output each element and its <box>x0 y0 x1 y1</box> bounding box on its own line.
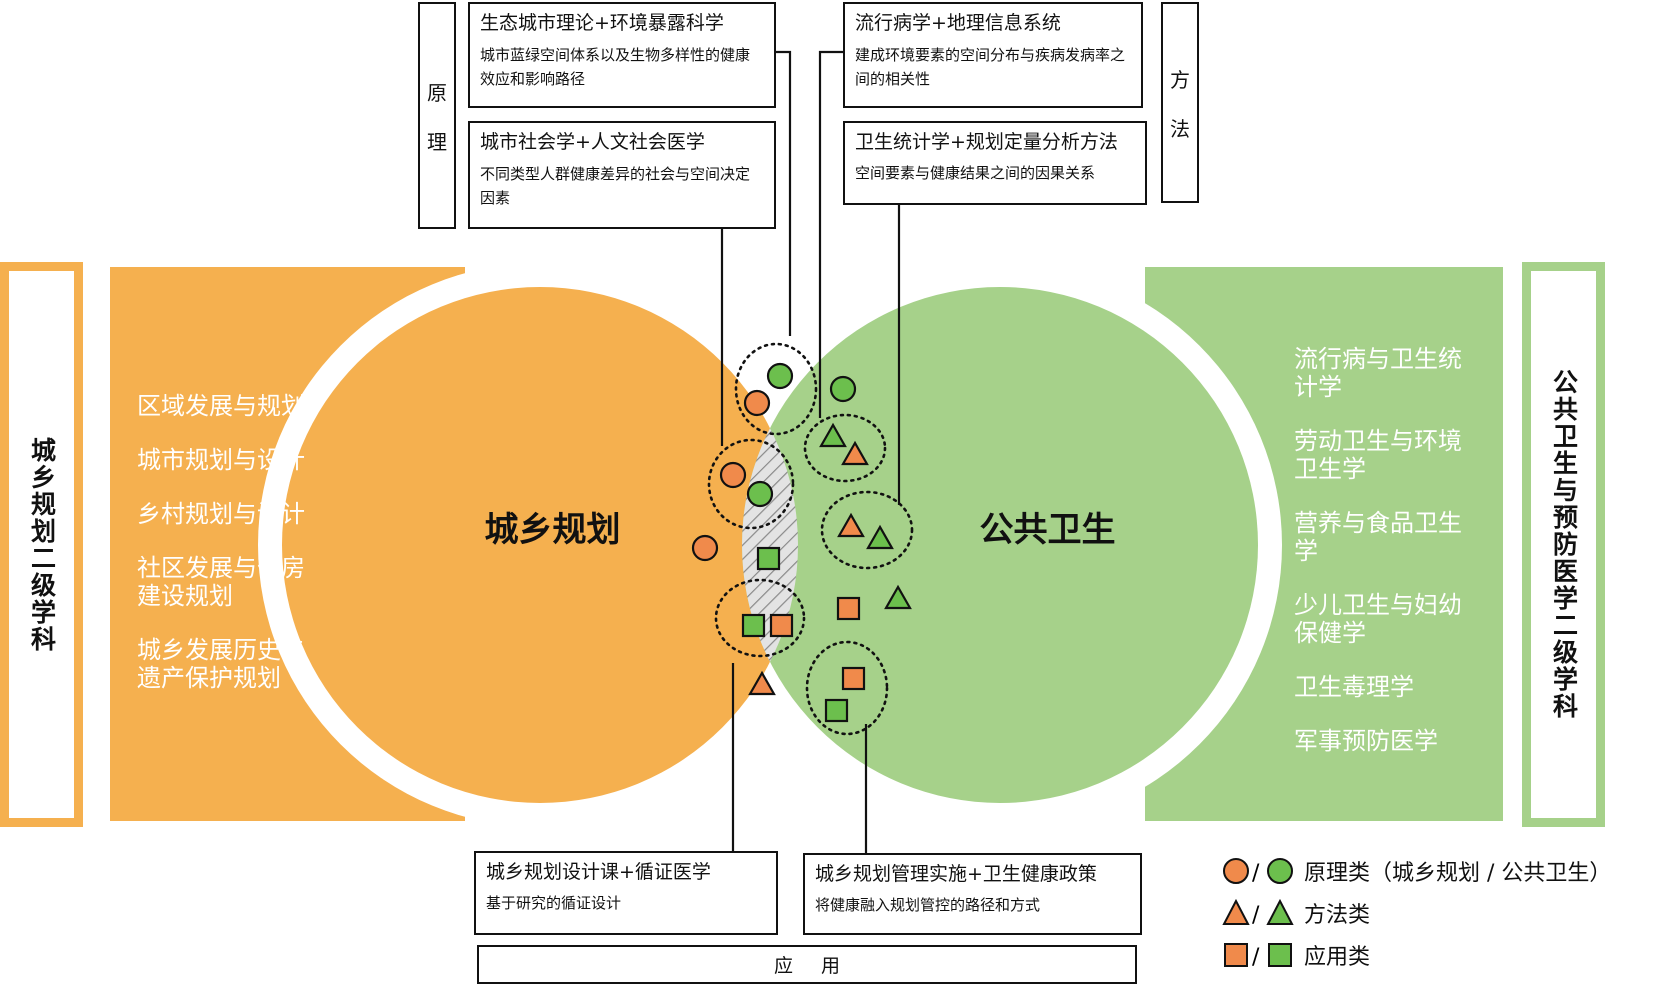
application-box-desc: 将健康融入规划管控的路径和方式 <box>815 896 1041 914</box>
marker-triangle-green <box>819 422 847 448</box>
method-label-char: 法 <box>1170 116 1190 141</box>
legend-triangle-green <box>1266 898 1294 925</box>
principle-box-desc: 城市蓝绿空间体系以及生物多样性的健康效应和影响路径 <box>480 46 751 88</box>
group-ellipse <box>820 490 914 570</box>
right-discipline-frame: 公共卫生与预防医学二级学科 <box>1522 262 1605 827</box>
left-circle-label: 城乡规划 <box>484 510 621 550</box>
marker-circle-orange <box>719 461 747 489</box>
group-ellipse <box>707 438 795 530</box>
principle-group-label: 原 理 <box>418 2 456 229</box>
legend-row-method: / 方法类 <box>1222 892 1611 934</box>
legend-circle-orange <box>1223 858 1249 884</box>
marker-circle-green <box>829 375 857 403</box>
marker-triangle-green <box>884 584 912 610</box>
right-subject-item: 军事预防医学 <box>1294 727 1438 755</box>
right-subject-item: 营养与食品卫生学 <box>1294 509 1462 565</box>
left-circle <box>282 287 798 803</box>
marker-triangle-orange <box>841 440 869 466</box>
right-discipline-frame-label: 公共卫生与预防医学二级学科 <box>1549 369 1579 720</box>
left-subject-item: 社区发展与住房建设规划 <box>137 554 305 610</box>
method-box-desc: 空间要素与健康结果之间的因果关系 <box>855 164 1096 182</box>
left-subject-item: 区域发展与规划 <box>137 392 305 420</box>
principle-label-char: 原 <box>427 80 447 105</box>
principle-box-title: 城市社会学+人文社会医学 <box>480 131 705 153</box>
marker-square-orange <box>841 666 866 691</box>
right-subject-item: 卫生毒理学 <box>1294 673 1414 701</box>
group-ellipse <box>734 342 818 436</box>
right-subject-item: 少儿卫生与妇幼保健学 <box>1294 591 1462 647</box>
right-subject-list: 流行病与卫生统计学 劳动卫生与环境卫生学 营养与食品卫生学 少儿卫生与妇幼保健学… <box>1294 345 1479 781</box>
method-label-char: 方 <box>1170 67 1190 92</box>
legend-circle-green <box>1267 858 1293 884</box>
right-circle-label: 公共卫生 <box>979 510 1116 550</box>
group-ellipse <box>803 413 887 483</box>
connector-line <box>818 50 843 418</box>
legend-separator: / <box>1252 945 1260 970</box>
legend-label: 方法类 <box>1304 903 1371 928</box>
application-box-title: 城乡规划设计课+循证医学 <box>486 861 711 883</box>
method-box-title: 流行病学+地理信息系统 <box>855 12 1061 34</box>
connector-line <box>776 50 792 336</box>
legend-circle-markers: / <box>1223 858 1293 886</box>
legend-row-principle: / 原理类（城乡规划 / 公共卫生） <box>1222 850 1611 892</box>
method-group-label: 方 法 <box>1161 2 1199 203</box>
application-box-desc: 基于研究的循证设计 <box>486 894 622 912</box>
legend-triangle-markers: / <box>1222 898 1294 928</box>
legend-label: 应用类 <box>1304 945 1371 970</box>
application-box-title: 城乡规划管理实施+卫生健康政策 <box>815 863 1097 885</box>
left-discipline-frame-label: 城乡规划二级学科 <box>27 436 57 653</box>
method-box: 流行病学+地理信息系统 建成环境要素的空间分布与疾病发病率之间的相关性 <box>843 2 1143 108</box>
marker-square-green <box>824 698 849 723</box>
marker-circle-green <box>766 362 794 390</box>
marker-square-green <box>756 546 781 571</box>
marker-square-orange <box>836 596 861 621</box>
right-circle <box>742 287 1258 803</box>
legend-row-application: / 应用类 <box>1222 934 1611 976</box>
marker-circle-orange <box>743 389 771 417</box>
marker-circle-orange <box>691 534 719 562</box>
group-ellipse <box>805 640 889 736</box>
application-box: 城乡规划管理实施+卫生健康政策 将健康融入规划管控的路径和方式 <box>803 853 1142 935</box>
legend-square-green <box>1268 943 1292 967</box>
legend-separator: / <box>1252 903 1260 928</box>
principle-label-char: 理 <box>427 129 447 154</box>
principle-box: 城市社会学+人文社会医学 不同类型人群健康差异的社会与空间决定因素 <box>468 121 776 229</box>
marker-circle-green <box>746 480 774 508</box>
legend-label: 原理类（城乡规划 / 公共卫生） <box>1304 861 1612 886</box>
left-subject-list: 区域发展与规划 城市规划与设计 乡村规划与设计 社区发展与住房建设规划 城乡发展… <box>137 392 322 718</box>
marker-triangle-green <box>866 524 894 550</box>
principle-box-desc: 不同类型人群健康差异的社会与空间决定因素 <box>480 165 751 207</box>
marker-square-orange <box>769 613 794 638</box>
method-box: 卫生统计学+规划定量分析方法 空间要素与健康结果之间的因果关系 <box>843 121 1147 205</box>
group-ellipse <box>714 578 806 658</box>
legend-square-orange <box>1224 943 1248 967</box>
right-subject-item: 劳动卫生与环境卫生学 <box>1294 427 1462 483</box>
application-group-label: 应用 <box>477 945 1137 984</box>
method-box-desc: 建成环境要素的空间分布与疾病发病率之间的相关性 <box>855 46 1126 88</box>
application-box: 城乡规划设计课+循证医学 基于研究的循证设计 <box>474 851 778 935</box>
marker-triangle-orange <box>837 512 865 538</box>
principle-box: 生态城市理论+环境暴露科学 城市蓝绿空间体系以及生物多样性的健康效应和影响路径 <box>468 2 776 108</box>
legend: / 原理类（城乡规划 / 公共卫生） / 方法类 / 应用类 <box>1222 850 1611 976</box>
left-subject-item: 城乡发展历史与遗产保护规划 <box>137 636 305 692</box>
legend-separator: / <box>1252 861 1260 886</box>
legend-triangle-orange <box>1222 898 1250 925</box>
right-subject-item: 流行病与卫生统计学 <box>1294 345 1462 401</box>
left-subject-item: 乡村规划与设计 <box>137 500 305 528</box>
marker-triangle-orange <box>748 670 776 696</box>
left-discipline-frame: 城乡规划二级学科 <box>0 262 83 827</box>
legend-square-markers: / <box>1224 943 1292 970</box>
principle-box-title: 生态城市理论+环境暴露科学 <box>480 12 724 34</box>
marker-square-green <box>741 613 766 638</box>
method-box-title: 卫生统计学+规划定量分析方法 <box>855 131 1118 153</box>
left-subject-item: 城市规划与设计 <box>137 446 305 474</box>
